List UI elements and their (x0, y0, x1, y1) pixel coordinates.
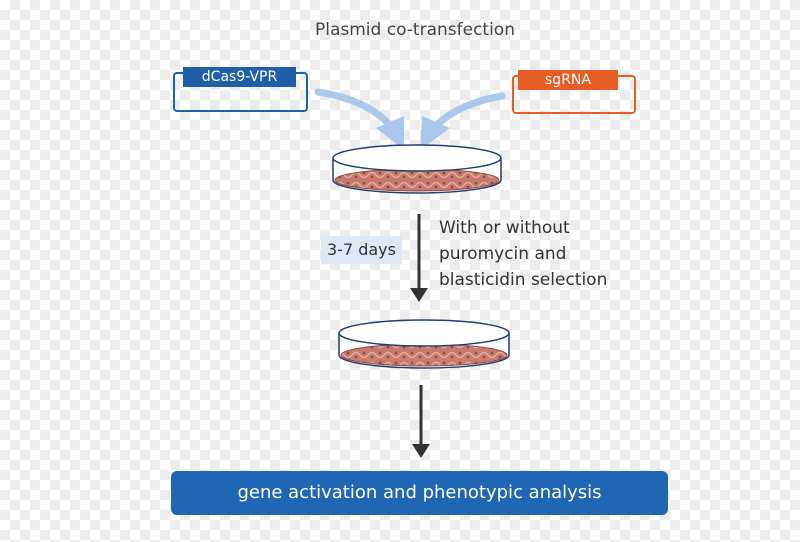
selection-note-line-1: With or without (439, 218, 570, 238)
sgrna-label: sgRNA (518, 70, 618, 90)
petri-dish-top (332, 144, 502, 194)
result-banner: gene activation and phenotypic analysis (171, 471, 668, 515)
dcas9-vpr-label: dCas9-VPR (183, 67, 296, 87)
left-transfection-arrow (314, 88, 404, 150)
incubation-arrow (410, 214, 428, 302)
selection-note: With or without puromycin and blasticidi… (439, 215, 649, 293)
selection-note-line-3: blasticidin selection (439, 270, 608, 290)
right-transfection-arrow (420, 92, 506, 150)
duration-label: 3-7 days (321, 236, 402, 264)
diagram-title: Plasmid co-transfection (315, 20, 515, 40)
petri-dish-bottom (338, 319, 510, 369)
selection-note-line-2: puromycin and (439, 244, 567, 264)
analysis-arrow (412, 385, 430, 458)
